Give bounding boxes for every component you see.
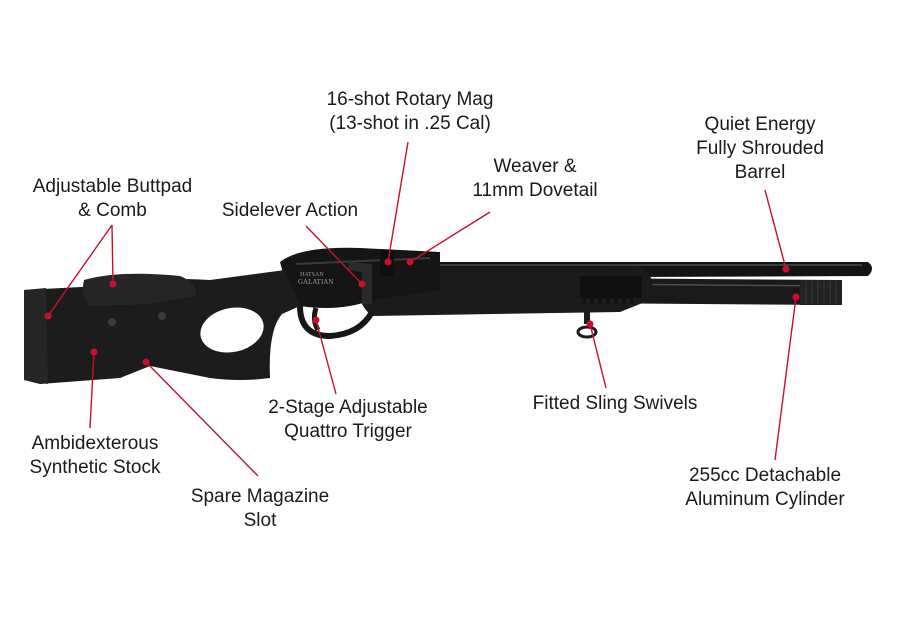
leader-buttpad-1 [111,224,114,285]
label-cylinder: 255cc Detachable Aluminum Cylinder [660,464,870,512]
leader-trigger [315,319,337,395]
leader-cylinder [774,296,797,461]
thumbhole [200,307,264,353]
label-weaver-line2: 11mm Dovetail [472,180,598,201]
label-stock-line1: Ambidexterous [31,433,159,454]
label-sling: Fitted Sling Swivels [510,392,720,416]
label-spare-mag: Spare Magazine Slot [170,485,350,533]
label-buttpad: Adjustable Buttpad & Comb [10,175,215,223]
label-sidelever: Sidelever Action [200,199,380,223]
label-buttpad-line1: Adjustable Buttpad [32,176,193,197]
dot-trigger [312,316,320,324]
accessory-rail [580,276,642,298]
leader-spare-mag [145,361,259,477]
dot-buttpad [44,312,52,320]
dot-cylinder [792,293,800,301]
buttpad [24,288,48,384]
leader-rotary-mag [387,141,409,263]
leader-sidelever [305,225,363,285]
leader-sling [589,323,607,389]
label-cylinder-line2: Aluminum Cylinder [685,489,845,510]
label-trigger: 2-Stage Adjustable Quattro Trigger [238,396,458,444]
label-sling-line1: Fitted Sling Swivels [532,393,698,414]
dot-spare-mag [142,358,150,366]
dot-buttpad-comb [109,280,117,288]
label-rotary-mag-line1: 16-shot Rotary Mag [326,89,494,110]
rifle-illustration: HATSAN GALATIAN [24,247,872,384]
dot-sidelever [358,280,366,288]
label-sidelever-line1: Sidelever Action [221,200,359,221]
leader-barrel [764,189,787,270]
label-buttpad-line2: & Comb [78,200,147,221]
receiver-marking-line2: GALATIAN [298,278,333,286]
leader-buttpad-2 [47,224,113,317]
label-spare-mag-line2: Slot [243,510,277,531]
label-barrel: Quiet Energy Fully Shrouded Barrel [670,113,850,185]
label-stock: Ambidexterous Synthetic Stock [10,432,180,480]
dot-rotary-mag [384,258,392,266]
side-lever [348,262,372,304]
leader-stock [89,351,95,429]
dot-sling [586,320,594,328]
label-trigger-line1: 2-Stage Adjustable [268,397,428,418]
label-stock-line2: Synthetic Stock [29,457,161,478]
trigger-guard [297,305,375,340]
label-spare-mag-line1: Spare Magazine [190,486,330,507]
callout-leaders [47,141,797,477]
label-weaver-line1: Weaver & [493,156,577,177]
sling-swivel [576,310,598,339]
label-weaver: Weaver & 11mm Dovetail [440,155,630,203]
leader-weaver [409,211,491,263]
dot-weaver [406,258,414,266]
label-rotary-mag-line2: (13-shot in .25 Cal) [329,113,491,134]
label-cylinder-line1: 255cc Detachable [688,465,842,486]
label-barrel-line3: Barrel [734,162,786,183]
label-barrel-line2: Fully Shrouded [696,138,824,159]
label-rotary-mag: 16-shot Rotary Mag (13-shot in .25 Cal) [300,88,520,136]
label-barrel-line1: Quiet Energy [704,114,816,135]
dot-barrel [782,265,790,273]
dot-stock [90,348,98,356]
receiver-marking-line1: HATSAN [300,272,324,278]
callout-dots [44,258,800,366]
label-trigger-line2: Quattro Trigger [284,421,412,442]
